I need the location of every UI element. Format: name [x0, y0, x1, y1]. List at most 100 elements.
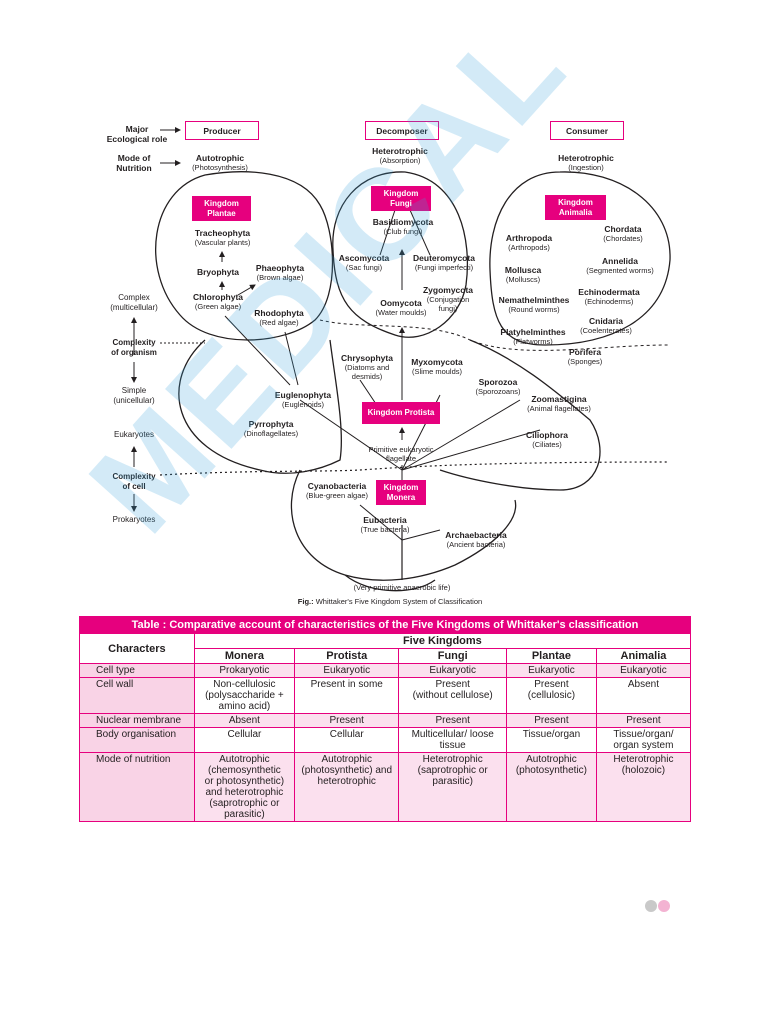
tracheophyta-name: Tracheophyta [194, 228, 251, 238]
oomycota: Oomycota(Water moulds) [366, 298, 436, 317]
row-character: Cell wall [79, 677, 195, 714]
eukaryotes-label: Eukaryotes [113, 430, 155, 439]
nemathelminthes-common: (Round worms) [508, 305, 560, 314]
cell: Prokaryotic [193, 663, 296, 678]
monera-outline [290, 469, 517, 592]
col-animalia: Animalia [595, 648, 692, 664]
cyanobacteria: Cyanobacteria(Blue-green algae) [300, 481, 374, 500]
protista-outline [178, 339, 601, 491]
zygomycota-common: (Conjugation fungi) [426, 295, 470, 313]
deuteromycota-name: Deuteromycota [413, 253, 475, 263]
euglenophyta-name: Euglenophyta [274, 390, 332, 400]
myxomycota-name: Myxomycota [411, 357, 463, 367]
decomposer-box: Decomposer [365, 121, 439, 140]
cell: Non-cellulosic (polysaccharide + amino a… [193, 677, 296, 714]
col-protista: Protista [294, 648, 400, 664]
plantae-outline [155, 171, 334, 341]
simple-label: Simple (unicellular) [113, 386, 155, 405]
complexity-cell-label: Complexity of cell [112, 472, 156, 491]
col-plantae: Plantae [505, 648, 597, 664]
sporozoa: Sporozoa(Sporozoans) [470, 377, 526, 396]
euglenophyta: Euglenophyta(Euglenoids) [270, 390, 336, 409]
row-character: Nuclear membrane [79, 713, 195, 728]
producer-box: Producer [185, 121, 259, 140]
cell: Present (without cellulose) [398, 677, 507, 714]
porifera-common: (Sponges) [567, 357, 603, 366]
archaebacteria-name: Archaebacteria [445, 530, 507, 540]
cyanobacteria-name: Cyanobacteria [307, 481, 367, 491]
consumer-box: Consumer [550, 121, 624, 140]
table-row: Nuclear membrane Absent Present Present … [79, 713, 692, 728]
comparison-table: Table : Comparative account of character… [79, 616, 692, 822]
cell: Present [398, 713, 507, 728]
cell: Tissue/organ [505, 727, 597, 753]
nemathelminthes: Nemathelminthes(Round worms) [492, 295, 576, 314]
basidiomycota-common: (Club fungi) [383, 227, 423, 236]
prokaryotes-label: Prokaryotes [112, 515, 156, 524]
kingdom-protista-box: Kingdom Protista [362, 402, 440, 424]
kingdom-animalia-box: Kingdom Animalia [545, 195, 606, 220]
chordata-name: Chordata [604, 224, 642, 234]
kingdom-plantae-box: Kingdom Plantae [192, 196, 251, 221]
platyhelminthes: Platyhelminthes(Flatworms) [492, 327, 574, 346]
phaeophyta-name: Phaeophyta [255, 263, 305, 273]
animalia-outline [489, 171, 671, 346]
figure-caption: Fig.: Whittaker's Five Kingdom System of… [270, 597, 510, 606]
consumer-nutrition: Heterotrophic (Ingestion) [545, 153, 627, 172]
chordata: Chordata(Chordates) [595, 224, 651, 243]
ecological-role-label: Major Ecological role [106, 124, 168, 144]
row-character: Cell type [79, 663, 195, 678]
rhodophyta-common: (Red algae) [259, 318, 299, 327]
cell: Autotrophic (photosynthetic) and heterot… [294, 752, 400, 822]
ascomycota-name: Ascomycota [338, 253, 390, 263]
annelida-common: (Segmented worms) [586, 266, 654, 275]
table-row: Mode of nutrition Autotrophic (chemosynt… [79, 752, 692, 822]
cell: Eukaryotic [294, 663, 400, 678]
annelida-name: Annelida [602, 256, 638, 266]
nutrition-label: Mode of Nutrition [116, 153, 152, 173]
cell: Present (cellulosic) [505, 677, 597, 714]
bryophyta: Bryophyta [196, 267, 240, 277]
consumer-nutrition-detail: (Ingestion) [568, 163, 604, 172]
cell: Present [595, 713, 692, 728]
rhodophyta-name: Rhodophyta [254, 308, 304, 318]
ascomycota-common: (Sac fungi) [345, 263, 383, 272]
archaebacteria-common: (Ancient bacteria) [446, 540, 506, 549]
arthropoda: Arthropoda(Arthropods) [498, 233, 560, 252]
table-title: Table : Comparative account of character… [79, 616, 691, 634]
cnidaria-common: (Coelenterates) [580, 326, 632, 335]
basidiomycota-name: Basidiomycota [372, 217, 434, 227]
page-dot-icon [645, 900, 657, 912]
figure-caption-text: Whittaker's Five Kingdom System of Class… [313, 597, 483, 606]
cell: Absent [193, 713, 296, 728]
mollusca-name: Mollusca [504, 265, 542, 275]
sporozoa-name: Sporozoa [478, 377, 518, 387]
producer-nutrition-mode: Autotrophic [195, 153, 245, 163]
cell: Autotrophic (chemosynthetic or photosynt… [193, 752, 296, 822]
tracheophyta-common: (Vascular plants) [194, 238, 251, 247]
primitive-eukaryotic-flagellate: Primitive eukaryotic flagellate [368, 445, 434, 463]
porifera: Porifera(Sponges) [560, 347, 610, 366]
pyrrophyta: Pyrrophyta(Dinoflagellates) [238, 419, 304, 438]
cnidaria: Cnidaria(Coelenterates) [573, 316, 639, 335]
fungi-outline [332, 171, 469, 338]
zoomastigina-name: Zoomastigina [531, 394, 587, 404]
porifera-name: Porifera [568, 347, 602, 357]
table-row: Body organisation Cellular Cellular Mult… [79, 727, 692, 753]
decomposer-nutrition-detail: (Absorption) [379, 156, 421, 165]
cell: Eukaryotic [505, 663, 597, 678]
figure-caption-prefix: Fig.: [297, 597, 314, 606]
arthropoda-common: (Arthropods) [508, 243, 550, 252]
producer-nutrition: Autotrophic (Photosynthesis) [180, 153, 260, 172]
rhodophyta: Rhodophyta(Red algae) [250, 308, 308, 327]
cell: Heterotrophic (saprotrophic or parasitic… [398, 752, 507, 822]
cell: Cellular [294, 727, 400, 753]
cell: Tissue/organ/ organ system [595, 727, 692, 753]
chrysophyta: Chrysophyta(Diatoms and desmids) [334, 353, 400, 381]
kingdom-fungi-box: Kingdom Fungi [371, 186, 431, 211]
characters-header: Characters [79, 633, 195, 664]
complexity-organism-label: Complexity of organism [111, 338, 157, 357]
table-row: Cell wall Non-cellulosic (polysaccharide… [79, 677, 692, 714]
ascomycota: Ascomycota(Sac fungi) [332, 253, 396, 272]
zygomycota: Zygomycota(Conjugation fungi) [416, 285, 480, 313]
